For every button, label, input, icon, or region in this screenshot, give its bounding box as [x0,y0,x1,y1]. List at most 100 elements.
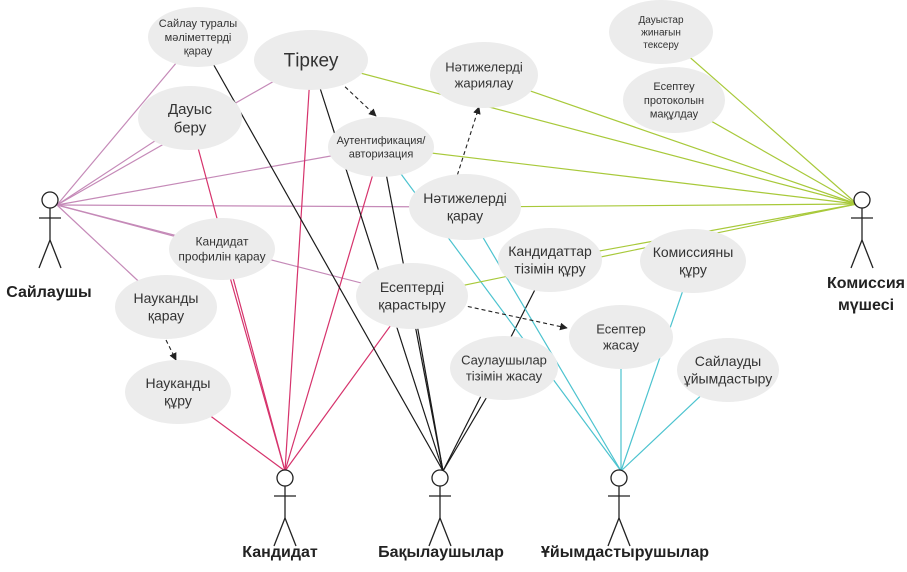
use-case-label: жариялау [455,76,514,91]
association-commission-register [310,59,858,205]
use-case-create-campaign: Науканды құру [125,360,231,424]
actor-figure-icon [607,469,631,547]
actor-label-voter: Сайлаушы [6,284,91,301]
use-case-label: тексеру [643,40,679,51]
use-case-label: Сайлауды [695,353,761,369]
actor-label-observer: Бақылаушылар [378,544,504,561]
use-case-publish-results: Нәтижелерді жариялау [430,42,538,108]
use-case-ellipse [138,86,242,150]
use-case-label: Нәтижелерді [423,190,507,206]
use-case-label: Комиссияны [653,244,734,260]
use-case-make-reports: Есептер жасау [569,305,673,369]
use-case-label: Есептерді [380,279,444,295]
use-case-label: Науканды [146,375,211,391]
use-case-view-results: Нәтижелерді қарау [409,174,521,240]
actor-label-commission-line2: мүшесі [838,297,894,314]
association-commission-count_votes [660,31,858,205]
use-case-view-reports: Есептерді қарастыру [356,263,468,329]
actor-candidate: Кандидат [242,469,318,561]
include-arrow-1 [339,81,377,117]
use-case-ellipse [450,336,558,400]
use-case-ellipse [623,67,725,133]
use-case-label: жинағын [641,28,681,39]
use-case-label: Науканды [134,290,199,306]
use-case-ellipse [409,174,521,240]
include-arrow-4 [165,339,177,361]
use-case-ellipse [169,218,275,280]
use-case-label: құру [679,262,707,278]
actor-figure-icon [850,191,874,269]
include-arrow-3 [460,304,568,331]
use-case-label: Сайлау туралы [159,18,237,30]
use-case-label: қарау [148,308,184,324]
actor-figure-icon [273,469,297,547]
use-case-ellipse [640,229,746,293]
actor-label-organizer: Ұйымдастырушылар [541,544,709,561]
use-case-label: Нәтижелерді [445,59,523,74]
use-case-ellipse [677,338,779,402]
use-case-label: тізімін құру [514,261,585,277]
association-candidate-vote [189,117,286,472]
use-case-create-commission: Комиссияны құру [640,229,746,293]
use-case-label: профилін қарау [178,250,265,264]
actor-label-commission: Комиссия [827,275,905,292]
association-organizer-view_results [464,206,622,472]
use-case-ellipse [148,7,248,67]
use-case-label: ұйымдастыру [684,371,773,387]
use-case-auth: Аутентификация/авторизация [328,117,434,177]
actor-voter: Сайлаушы [6,191,92,301]
use-case-label: беру [174,120,207,137]
use-case-label: Дауыстар [639,15,684,26]
use-case-ellipse [115,275,217,339]
use-case-ellipse [569,305,673,369]
use-case-election-info: Сайлау туралы мәліметтерді қарау [148,7,248,67]
use-case-label: протоколын [644,95,704,107]
use-case-label: Дауыс [168,101,213,118]
use-case-ellipse [254,30,368,90]
use-case-label: қарау [447,208,483,224]
use-case-vote: Дауыс беру [138,86,242,150]
association-candidate-register [284,59,312,472]
use-case-label: Саулаушылар [461,352,547,367]
use-case-approve-protocol: Есептеу протоколын мақұлдау [623,67,725,133]
use-case-label: жасау [603,338,640,353]
actor-observer: Бақылаушылар [378,469,504,561]
use-case-ellipse [430,42,538,108]
actor-figure-icon [38,191,62,269]
use-case-label: Есептер [596,321,646,336]
association-voter-election_info [56,36,199,206]
use-case-label: Кандидат [196,235,249,249]
use-case-view-campaign: Науканды қарау [115,275,217,339]
use-case-label: Аутентификация/ [337,135,427,147]
use-case-ellipse [356,263,468,329]
association-voter-view_results [56,204,466,208]
use-case-ellipse [609,0,713,64]
use-case-label: мәліметтерді [165,32,232,44]
association-voter-auth [56,146,382,206]
actor-label-candidate: Кандидат [242,544,318,561]
association-candidate-auth [284,146,382,472]
use-case-register: Тіркеу [254,30,368,90]
association-commission-view_results [464,203,858,208]
use-case-label: құру [164,393,192,409]
association-commission-auth [380,146,858,205]
use-case-label: мақұлдау [650,109,699,121]
use-case-ellipse [125,360,231,424]
actor-figure-icon [428,469,452,547]
association-observer-register [310,59,444,472]
use-case-candidate-list: Кандидаттар тізімін құру [498,228,602,292]
use-case-label: Кандидаттар [508,243,592,259]
use-case-label: қарау [184,46,213,58]
use-case-label: Тіркеу [284,51,339,72]
use-case-label: қарастыру [378,297,446,313]
association-candidate-candidate_profile [221,248,286,472]
use-case-organize-election: Сайлауды ұйымдастыру [677,338,779,402]
association-commission-publish_results [483,74,858,205]
use-case-label: Есептеу [653,81,695,93]
